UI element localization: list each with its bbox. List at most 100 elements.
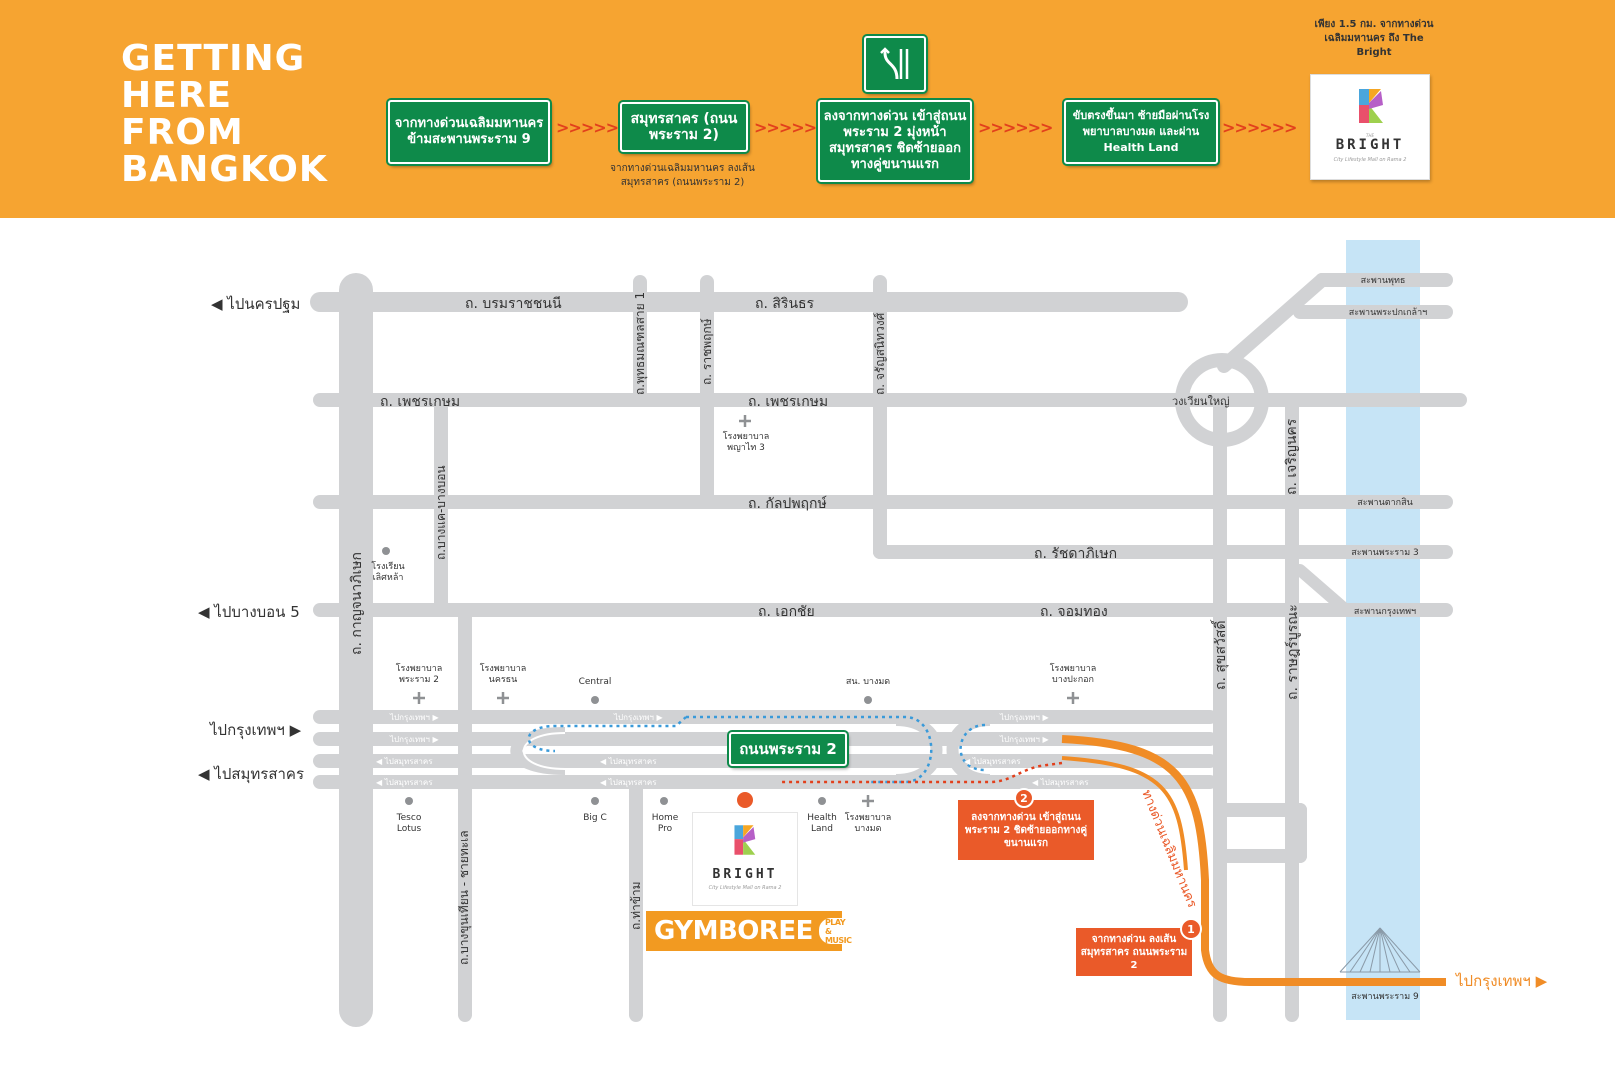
- title-line: HERE: [121, 75, 233, 116]
- page-title: GETTING HERE FROM BANGKOK: [121, 40, 328, 188]
- label-bangkhunthian: ถ.บางขุนเทียน - ชายทะเล: [457, 830, 472, 965]
- route-map: ถ. บรมราชชนนี ถ. สิรินธร ถ. เพชรเกษม ถ. …: [310, 240, 1467, 1027]
- label-charansanitwong: ถ. จรัญสนิทวงศ์: [873, 312, 887, 395]
- step-sign-4: ขับตรงขึ้นมา ซ้ายมือผ่านโรงพยาบาลบางมด แ…: [1064, 100, 1218, 164]
- bridge-label: สะพานพระราม 3: [1351, 548, 1418, 558]
- title-line: BANGKOK: [121, 149, 328, 190]
- u-turn-west-line: [522, 732, 566, 770]
- place-lertlah: โรงเรียน เลิศหล้า: [371, 562, 405, 583]
- marker-step2-sign: ลงจากทางด่วน เข้าสู่ถนนพระราม 2 ชิดซ้ายอ…: [958, 800, 1094, 860]
- lane-label: ◀ ไปสมุทรสาคร: [376, 778, 433, 787]
- gymboree-logo: GYMBOREE PLAY & MUSIC: [646, 911, 858, 951]
- label-thakham: ถ.ท่าข้าม: [629, 881, 643, 930]
- chao-phraya-river: [1346, 240, 1420, 1020]
- road-diagonal: [1294, 564, 1352, 616]
- destination-note: เพียง 1.5 กม. จากทางด่วนเฉลิมมหานคร ถึง …: [1314, 19, 1434, 58]
- label-charoennakhon: ถ. เจริญนคร: [1284, 418, 1300, 495]
- dir-to-samut-sakhon: ◀ ไปสมุทรสาคร: [198, 765, 305, 783]
- expressway-route: [1061, 735, 1446, 986]
- dir-to-bangkok-expressway: ไปกรุงเทพฯ ▶: [1456, 972, 1548, 990]
- hospital-markers: [413, 415, 1079, 807]
- rama9-bridge-icon: [1339, 927, 1421, 973]
- label-chomthong: ถ. จอมทอง: [1040, 604, 1108, 620]
- lane-label: ไปกรุงเทพฯ ▶: [999, 735, 1049, 744]
- the-bright-logo: THE BRIGHT City Lifestyle Mall on Rama 2: [1310, 74, 1430, 180]
- route-uturn-dots: [686, 715, 933, 784]
- u-turn-east: [895, 714, 943, 786]
- lane-label: ◀ ไปสมุทรสาคร: [600, 778, 657, 787]
- rama2-road-sign: ถนนพระราม 2: [729, 732, 847, 766]
- dir-bangbon5: ◀ ไปบางบอน 5: [198, 603, 300, 621]
- step-2-note: จากทางด่วนเฉลิมมหานคร ลงเส้นสมุทรสาคร (ถ…: [610, 163, 755, 188]
- route-red-dots: [780, 761, 1063, 784]
- bridge-label: สะพานพระราม 9: [1351, 992, 1419, 1002]
- bright-k-icon: [734, 825, 756, 855]
- dir-nakhon-pathom: ◀ ไปนครปฐม: [211, 295, 301, 313]
- dir-to-bangkok: ไปกรุงเทพฯ ▶: [210, 721, 302, 739]
- lane-labels: ไปกรุงเทพฯ ▶ ไปกรุงเทพฯ ▶ ไปกรุงเทพฯ ▶ ไ…: [376, 713, 1089, 787]
- title-line: GETTING: [121, 38, 306, 79]
- label-suksawat: ถ. สุขสวัสดิ์: [1210, 619, 1229, 690]
- label-ratburana: ถ. ราษฎร์บูรณะ: [1284, 604, 1301, 700]
- bridge-label: สะพานตากสิน: [1357, 497, 1412, 508]
- label-wongwian-yai: วงเวียนใหญ่: [1172, 395, 1229, 408]
- label-ekachai: ถ. เอกชัย: [758, 604, 815, 620]
- destination-dot: [737, 792, 753, 808]
- bridge-label: สะพานกรุงเทพฯ: [1354, 607, 1416, 617]
- lane-label: ไปกรุงเทพฯ ▶: [389, 713, 439, 722]
- logo-sub: City Lifestyle Mall on Rama 2: [708, 885, 782, 891]
- step-arrows: >>>>>>: [978, 118, 1053, 137]
- step-sign-1: จากทางด่วนเฉลิมมหานคร ข้ามสะพานพระราม 9: [388, 100, 550, 164]
- gymboree-word: GYMBOREE: [654, 916, 813, 946]
- expressway-exit-icon: [864, 36, 926, 92]
- wongwian-yai-circle: [1175, 353, 1269, 447]
- road-labels: ถ. บรมราชชนนี ถ. สิรินธร ถ. เพชรเกษม ถ. …: [349, 292, 1301, 965]
- label-phetkasem-e: ถ. เพชรเกษม: [748, 394, 828, 410]
- marker-step1-number: 1: [1180, 918, 1202, 940]
- lane-label: ไปกรุงเทพฯ ▶: [613, 713, 663, 722]
- bridge-label: สะพานพระปกเกล้าฯ: [1349, 307, 1427, 318]
- route-uturn-dots-west: [527, 716, 687, 753]
- label-sirindhorn: ถ. สิรินธร: [755, 296, 815, 312]
- label-phetkasem-w: ถ. เพชรเกษม: [380, 394, 460, 410]
- step-arrows: >>>>>>: [1222, 118, 1297, 137]
- logo-the: THE: [1366, 133, 1374, 138]
- label-borommaratchachonnani: ถ. บรมราชชนนี: [465, 296, 562, 312]
- place-nakhonthon: โรงพยาบาล นครธน: [479, 664, 527, 685]
- step-arrows: >>>>>>: [754, 118, 829, 137]
- label-kanchanaphisek: ถ. กาญจนาภิเษก: [349, 552, 365, 655]
- bridge-labels: สะพานพุทธ สะพานพระปกเกล้าฯ สะพานตากสิน ส…: [1349, 276, 1427, 1002]
- step-arrows: >>>>>>: [556, 118, 631, 137]
- road-diagonal: [1217, 273, 1329, 373]
- u-turn-east-2: [946, 714, 991, 786]
- road-network: [310, 273, 1467, 1027]
- lane-label: ไปกรุงเทพฯ ▶: [999, 713, 1049, 722]
- place-tesco: Tesco Lotus: [396, 813, 422, 834]
- lane-label: ◀ ไปสมุทรสาคร: [964, 757, 1021, 766]
- label-ratchadaphisek: ถ. รัชดาภิเษก: [1034, 546, 1117, 562]
- lane-label: ไปกรุงเทพฯ ▶: [389, 735, 439, 744]
- expressway-ramp: [1061, 756, 1188, 871]
- place-healthland: Health Land: [807, 813, 837, 834]
- place-markers: [382, 547, 872, 805]
- gymboree-badge: PLAY & MUSIC: [818, 918, 858, 945]
- step-sign-3: ลงจากทางด่วน เข้าสู่ถนนพระราม 2 มุ่งหน้า…: [818, 100, 972, 182]
- lane-label: ◀ ไปสมุทรสาคร: [376, 757, 433, 766]
- map-the-bright-logo: BRIGHT City Lifestyle Mall on Rama 2: [692, 812, 798, 906]
- place-homepro: Home Pro: [651, 813, 679, 834]
- place-bangpakok: โรงพยาบาล บางปะกอก: [1049, 664, 1097, 685]
- marker-step2-number: 2: [1014, 788, 1034, 808]
- step-sign-2: สมุทรสาคร (ถนนพระราม 2): [620, 102, 748, 152]
- logo-word: BRIGHT: [712, 867, 778, 882]
- title-line: FROM: [121, 112, 244, 153]
- bridge-label: สะพานพุทธ: [1361, 276, 1406, 286]
- logo-word: BRIGHT: [1335, 137, 1405, 153]
- label-kanlapaphruek: ถ. กัลปพฤกษ์: [748, 495, 827, 512]
- route-uturn-dots-east: [959, 723, 986, 772]
- place-central: Central: [578, 677, 612, 687]
- label-ratchaphruek: ถ. ราชพฤกษ์: [700, 318, 714, 385]
- lane-label: ◀ ไปสมุทรสาคร: [1032, 778, 1089, 787]
- place-bangmod-hospital: โรงพยาบาล บางมด: [844, 813, 892, 834]
- label-bangkhae: ถ.บางแค-บางบอน: [434, 465, 448, 560]
- place-phyathai3: โรงพยาบาล พญาไท 3: [722, 432, 770, 453]
